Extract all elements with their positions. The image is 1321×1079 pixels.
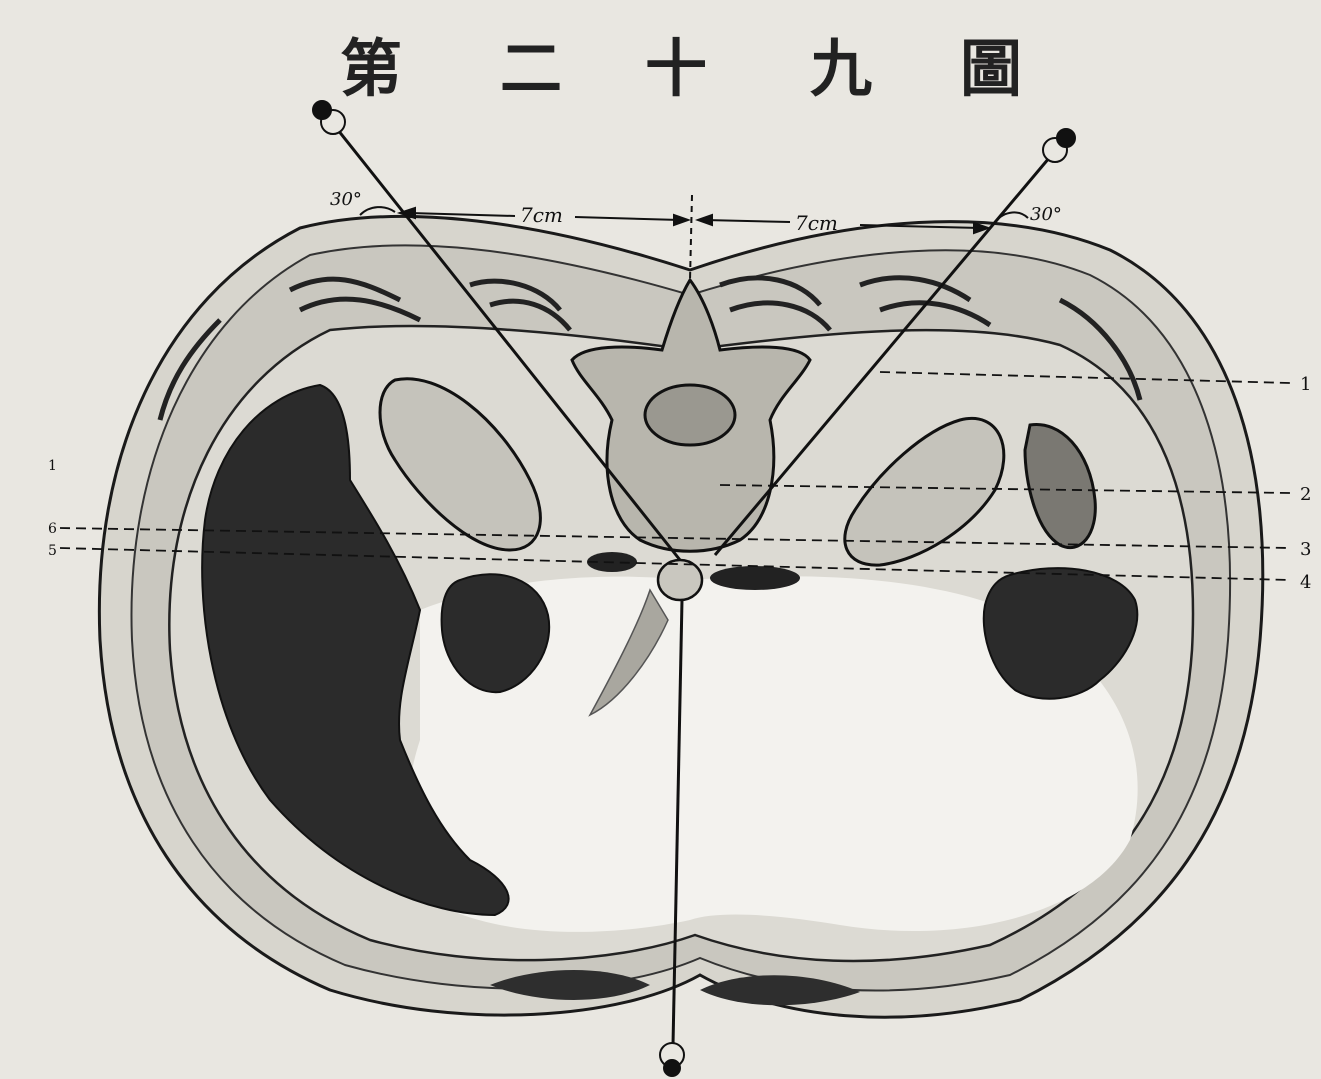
right-angle-label: 30° xyxy=(1030,204,1062,225)
left-marker-5: 5 xyxy=(48,543,57,559)
right-distance-label: 7cm xyxy=(795,211,838,235)
left-marker-1: 1 xyxy=(48,458,57,474)
right-marker-2: 2 xyxy=(1300,484,1311,505)
right-angle-arc xyxy=(995,212,1028,222)
left-marker-6: 6 xyxy=(48,521,57,537)
aorta xyxy=(658,560,702,600)
left-angle-arc xyxy=(360,207,395,215)
right-marker-1: 1 xyxy=(1300,374,1311,395)
vertebral-canal xyxy=(645,385,735,445)
right-marker-3: 3 xyxy=(1300,539,1311,560)
right-marker-4: 4 xyxy=(1300,572,1311,593)
left-distance-label: 7cm xyxy=(520,203,563,227)
left-angle-label: 30° xyxy=(330,189,362,210)
vena-cava xyxy=(710,566,800,590)
